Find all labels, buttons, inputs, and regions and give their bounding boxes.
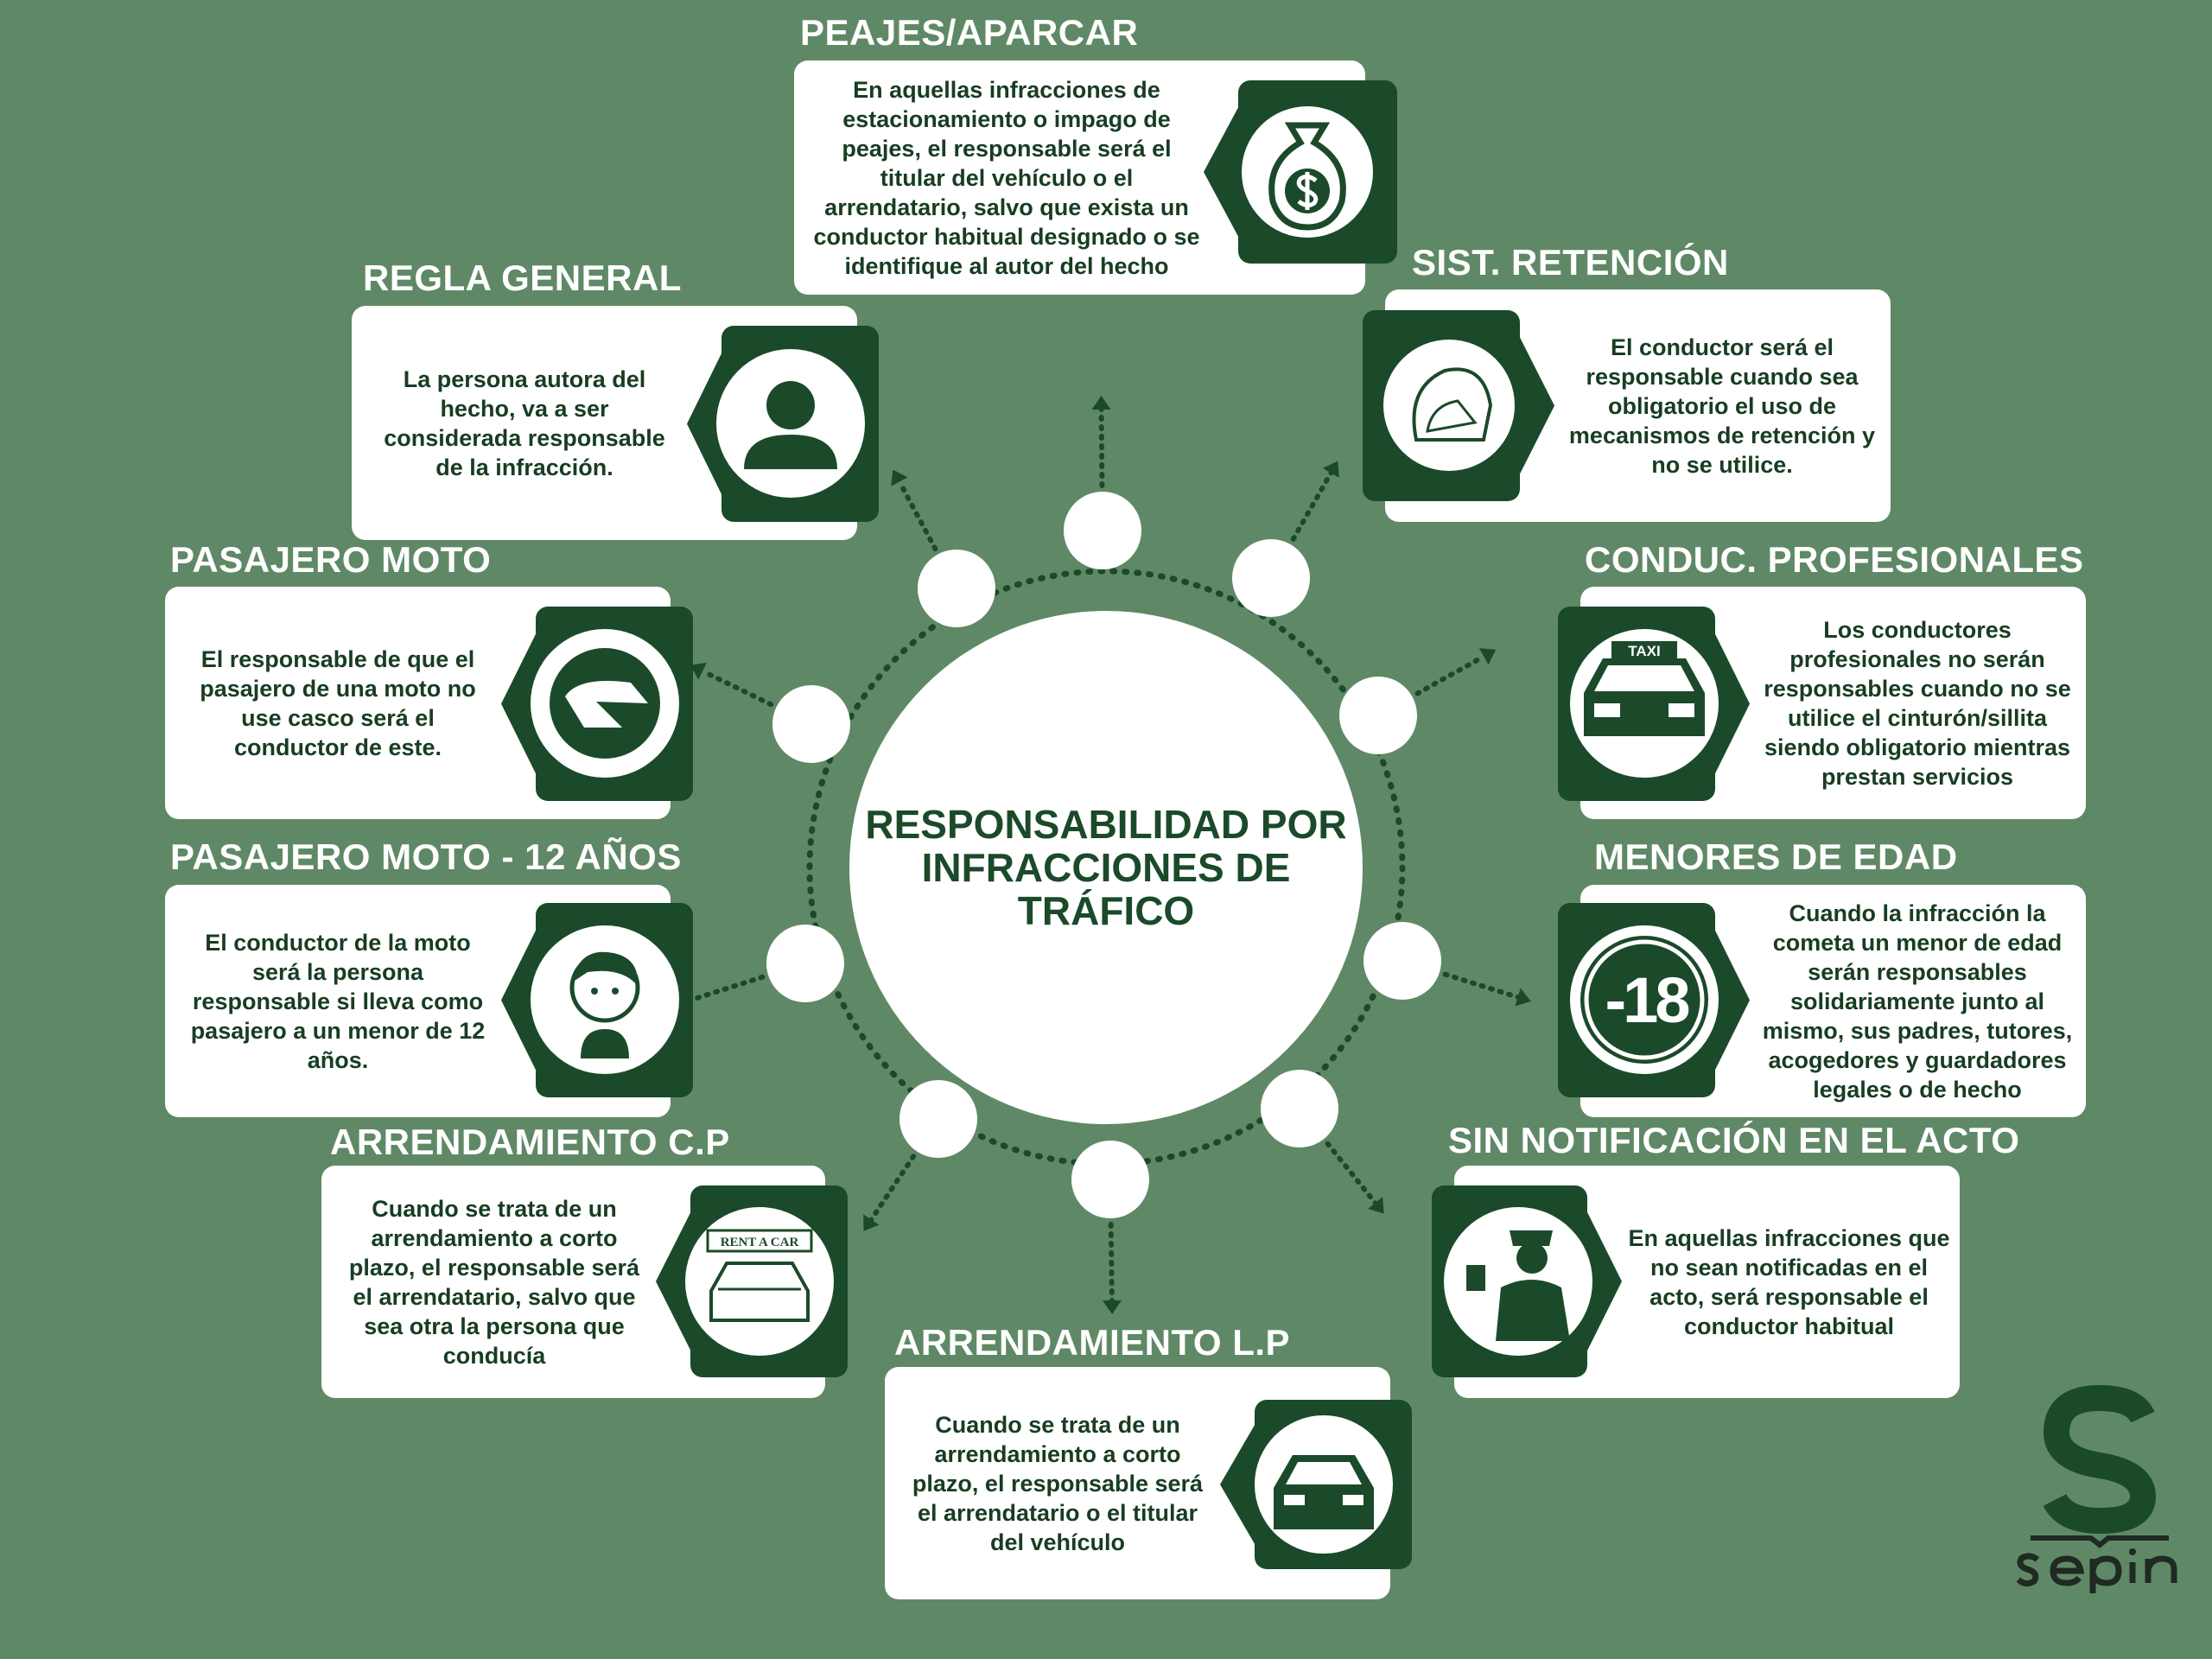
connector-node [918, 550, 995, 627]
minus-18-label: -18 [1605, 964, 1689, 1036]
connector-arrow-line [1108, 1221, 1115, 1303]
arrow-head-icon [863, 1214, 880, 1231]
card-text: El conductor será el responsable cuando … [1568, 334, 1876, 478]
card-title-menores: MENORES DE EDAD [1594, 836, 1958, 877]
connector-arrow-line [896, 479, 938, 552]
money-bag-icon [1204, 80, 1397, 264]
helmet-icon [501, 607, 693, 801]
minus-18-icon: -18 [1558, 903, 1750, 1097]
connector-arrow-line [1442, 971, 1521, 1001]
card-title-pasajero-moto: PASAJERO MOTO [170, 539, 492, 580]
arrow-head-icon [1515, 988, 1531, 1007]
arrow-head-icon [1368, 1197, 1384, 1214]
connector-node [1071, 1141, 1149, 1218]
dotted-ring [806, 568, 1406, 1167]
person-icon [687, 326, 879, 522]
connector-arrow-line [1290, 470, 1334, 542]
card-text: En aquellas infracciones que no sean not… [1628, 1224, 1950, 1339]
center-title: RESPONSABILIDAD POR INFRACCIONES DE TRÁF… [865, 802, 1347, 933]
arrow-head-icon [690, 662, 707, 680]
connector-arrow-line [1414, 653, 1487, 696]
card-pasajero-moto-12: El conductor de la moto será la persona … [165, 885, 671, 1117]
card-title-arrendamiento-lp: ARRENDAMIENTO L.P [894, 1322, 1291, 1363]
connector-arrow-line [700, 668, 774, 708]
card-title-pasajero-moto-12: PASAJERO MOTO - 12 AÑOS [170, 836, 682, 877]
arrow-head-icon [891, 469, 908, 486]
connector-arrow-line [868, 1154, 917, 1223]
card-text: Cuando se trata de un arrendamiento a co… [348, 1195, 640, 1369]
connector-node [1339, 677, 1417, 754]
connector-node [1232, 539, 1310, 617]
sepin-logo [2013, 1382, 2186, 1599]
card-text: El conductor de la moto será la persona … [190, 929, 486, 1073]
card-text: En aquellas infracciones de estacionamie… [813, 76, 1200, 279]
rent-a-car-label: RENT A CAR [721, 1236, 799, 1249]
car-icon [1220, 1400, 1412, 1569]
baby-car-seat-icon [1363, 310, 1554, 501]
taxi-icon: TAXI [1558, 607, 1750, 801]
card-text: Cuando se trata de un arrendamiento a co… [912, 1411, 1204, 1555]
child-icon [501, 903, 693, 1097]
connector-node [899, 1080, 977, 1158]
arrow-head-icon [1322, 461, 1339, 478]
card-title-conductores-profesionales: CONDUC. PROFESIONALES [1585, 539, 2084, 580]
connector-node [1064, 492, 1141, 569]
card-title-sin-notificacion: SIN NOTIFICACIÓN EN EL ACTO [1448, 1120, 2020, 1160]
card-title-retencion: SIST. RETENCIÓN [1412, 242, 1729, 283]
police-officer-icon [1432, 1185, 1622, 1377]
card-title-peajes: PEAJES/APARCAR [800, 12, 1139, 53]
center-circle: RESPONSABILIDAD POR INFRACCIONES DE TRÁF… [849, 611, 1363, 1124]
rent-a-car-icon: RENT A CAR [656, 1185, 848, 1377]
card-title-arrendamiento-cp: ARRENDAMIENTO C.P [330, 1122, 730, 1162]
connector-arrow-line [1098, 407, 1105, 489]
connector-arrow-line [1325, 1141, 1378, 1206]
connector-node [1261, 1070, 1338, 1147]
arrow-head-icon [1102, 1300, 1122, 1314]
arrow-head-icon [1091, 396, 1111, 410]
taxi-label: TAXI [1628, 643, 1660, 659]
card-text: La persona autora del hecho, va a ser co… [384, 365, 665, 480]
connector-node [772, 685, 850, 763]
card-text: Los conductores profesionales no serán r… [1764, 616, 2071, 790]
card-text: Cuando la infracción la cometa un menor … [1762, 899, 2073, 1103]
connector-arrow-line [687, 974, 766, 1003]
arrow-head-icon [1478, 648, 1497, 665]
connector-node [766, 925, 844, 1002]
card-text: El responsable de que el pasajero de una… [200, 645, 476, 760]
connector-node [1363, 922, 1441, 1000]
card-title-regla-general: REGLA GENERAL [363, 257, 682, 298]
